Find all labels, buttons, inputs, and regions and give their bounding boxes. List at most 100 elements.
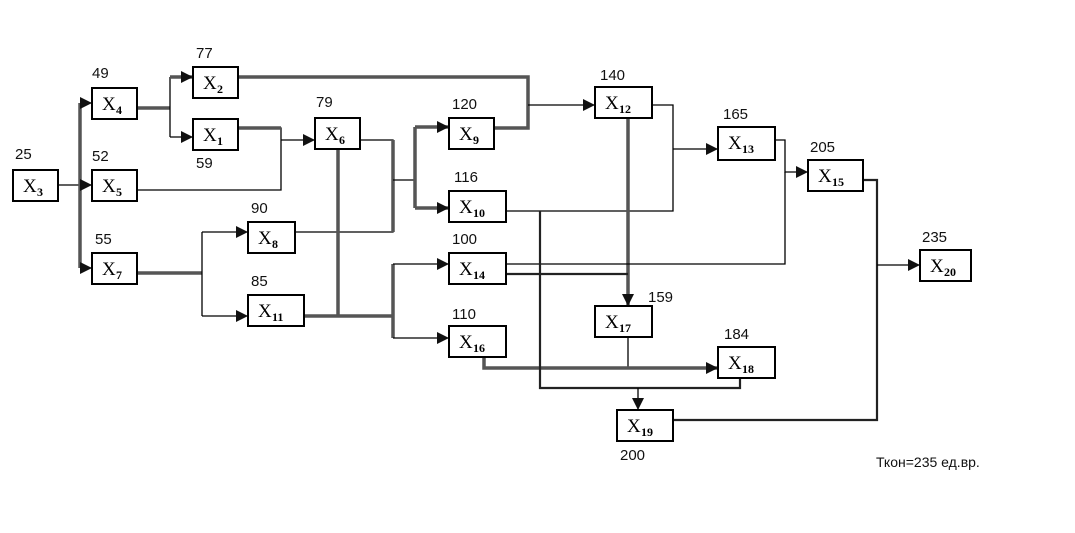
edge-x12-x10-merge — [506, 104, 674, 212]
node-box — [91, 252, 138, 285]
node-subscript: 14 — [473, 268, 485, 282]
arrow-x10 — [437, 202, 449, 214]
node-label: X — [605, 312, 619, 333]
node-box — [448, 117, 495, 150]
node-label: X — [102, 94, 116, 115]
node-time-label: 184 — [724, 326, 749, 343]
node-time-label: 77 — [196, 45, 213, 62]
node-box — [717, 126, 776, 161]
node-box — [594, 86, 653, 119]
arrow-x7 — [80, 262, 92, 274]
arrow-x11 — [236, 310, 248, 322]
edge-x10-x18-x19 — [538, 211, 742, 390]
node-box — [192, 118, 239, 151]
node-label: X — [459, 332, 473, 353]
node-time-label: 235 — [922, 229, 947, 246]
node-box — [247, 221, 296, 254]
arrows-layer — [80, 71, 920, 410]
arrow-x17 — [622, 294, 634, 306]
node-subscript: 8 — [272, 237, 278, 251]
arrow-x2 — [181, 71, 193, 83]
node-time-label: 59 — [196, 155, 213, 172]
node-box — [192, 66, 239, 99]
node-time-label: 55 — [95, 231, 112, 248]
node-subscript: 9 — [473, 133, 479, 147]
edge-x13-x15 — [775, 139, 808, 173]
node-subscript: 4 — [116, 103, 122, 117]
node-label: X — [23, 176, 37, 197]
node-label: X — [627, 416, 641, 437]
arrow-x19 — [632, 398, 644, 410]
arrow-x14 — [437, 258, 449, 270]
node-label: X — [459, 124, 473, 145]
node-box — [807, 159, 864, 192]
arrow-x13 — [706, 143, 718, 155]
node-time-label: 140 — [600, 67, 625, 84]
node-subscript: 6 — [339, 133, 345, 147]
node-time-label: 159 — [648, 289, 673, 306]
node-label: X — [102, 176, 116, 197]
node-time-label: 116 — [454, 169, 478, 186]
node-subscript: 17 — [619, 321, 631, 335]
node-label: X — [102, 259, 116, 280]
node-subscript: 12 — [619, 102, 631, 116]
edge-x6-x8-merge — [295, 139, 394, 233]
arrow-x6 — [303, 134, 315, 146]
node-box — [247, 294, 305, 327]
node-box — [594, 305, 653, 338]
node-box — [12, 169, 59, 202]
node-time-label: 200 — [620, 447, 645, 464]
node-subscript: 2 — [217, 82, 223, 96]
node-time-label: 52 — [92, 148, 109, 165]
node-box — [448, 252, 507, 285]
arrow-x9 — [437, 121, 449, 133]
node-subscript: 10 — [473, 206, 485, 220]
node-label: X — [258, 228, 272, 249]
node-box — [314, 117, 361, 150]
arrow-x12 — [583, 99, 595, 111]
node-label: X — [325, 124, 339, 145]
node-time-label: 165 — [723, 106, 748, 123]
node-subscript: 5 — [116, 185, 122, 199]
node-subscript: 19 — [641, 425, 653, 439]
node-time-label: 205 — [810, 139, 835, 156]
node-label: X — [203, 125, 217, 146]
arrow-x16 — [437, 332, 449, 344]
arrow-x1 — [181, 131, 193, 143]
node-label: X — [728, 353, 742, 374]
node-label: X — [258, 301, 272, 322]
edge-x16-x18 — [482, 357, 718, 370]
node-label: X — [818, 166, 832, 187]
arrow-x8 — [236, 226, 248, 238]
node-time-label: 100 — [452, 231, 477, 248]
node-label: X — [930, 256, 944, 277]
node-subscript: 18 — [742, 362, 754, 376]
node-box — [919, 249, 972, 282]
node-label: X — [728, 133, 742, 154]
node-subscript: 1 — [217, 134, 223, 148]
node-box — [717, 346, 776, 379]
node-box — [448, 325, 507, 358]
node-subscript: 7 — [116, 268, 122, 282]
node-subscript: 15 — [832, 175, 844, 189]
arrow-x20 — [908, 259, 920, 271]
